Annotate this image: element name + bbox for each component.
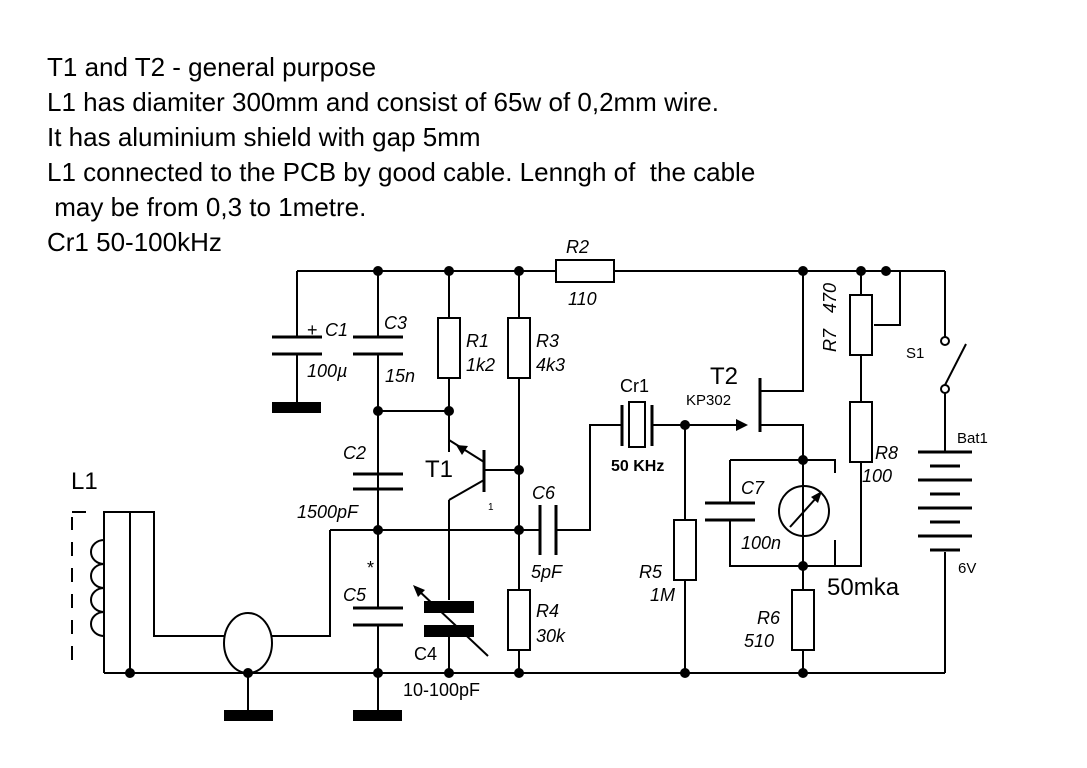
- cable-shield: [223, 612, 402, 721]
- r8-value: 100: [862, 466, 892, 486]
- bat1-value: 6V: [958, 560, 976, 577]
- r8-ref: R8: [875, 443, 898, 463]
- wires: [104, 270, 946, 674]
- bat1-ref: Bat1: [957, 430, 988, 447]
- resistor-r4: R4 30k: [507, 589, 566, 651]
- capacitor-c3: C3 15n: [353, 313, 415, 386]
- r7-value: 470: [820, 283, 840, 313]
- resistor-r5: R5 1M: [639, 519, 697, 605]
- c5-ref: C5: [343, 585, 367, 605]
- c3-ref: C3: [384, 313, 407, 333]
- transistor-t1: T1 1: [425, 439, 494, 513]
- r5-value: 1M: [650, 585, 675, 605]
- capacitor-c7: C7 100n: [705, 478, 781, 553]
- junction-dots: [125, 266, 891, 678]
- resistor-r3: R3 4k3: [507, 317, 565, 379]
- notes-block: T1 and T2 - general purpose L1 has diami…: [47, 50, 755, 260]
- capacitor-c6: C6 5pF: [531, 483, 563, 582]
- t2-model: KP302: [686, 392, 731, 409]
- c3-value: 15n: [385, 366, 415, 386]
- meter-value: 50mka: [827, 574, 900, 601]
- crystal-cr1: Cr1 50 KHz: [611, 376, 664, 475]
- c1-plus: +: [307, 320, 318, 340]
- r6-ref: R6: [757, 608, 781, 628]
- meter-50mka: 50mka: [778, 485, 900, 601]
- r5-ref: R5: [639, 562, 663, 582]
- r2-value: 110: [568, 289, 597, 309]
- battery-bat1: Bat1 6V: [918, 430, 988, 577]
- capacitor-c2: C2 1500pF: [297, 411, 403, 522]
- c7-value: 100n: [741, 533, 781, 553]
- switch-s1: S1: [906, 336, 967, 394]
- transistor-t2: T2 KP302: [686, 363, 762, 432]
- t1-ref: T1: [425, 456, 453, 483]
- note-line: L1 connected to the PCB by good cable. L…: [47, 157, 756, 187]
- r4-value: 30k: [536, 626, 566, 646]
- r6-value: 510: [744, 631, 774, 651]
- c2-ref: C2: [343, 443, 366, 463]
- coil-l1: L1: [71, 468, 131, 673]
- r1-ref: R1: [466, 331, 489, 351]
- c6-value: 5pF: [531, 562, 563, 582]
- resistor-r6: R6 510: [744, 589, 815, 651]
- c5-star: *: [367, 558, 374, 578]
- note-line: It has aluminium shield with gap 5mm: [47, 122, 481, 152]
- r2-ref: R2: [566, 237, 589, 257]
- r1-value: 1k2: [466, 355, 495, 375]
- capacitor-c5: * C5: [343, 558, 403, 627]
- note-line: may be from 0,3 to 1metre.: [47, 192, 367, 222]
- resistor-r8: R8 100: [849, 401, 898, 486]
- r3-ref: R3: [536, 331, 559, 351]
- t2-ref: T2: [710, 363, 738, 390]
- r3-value: 4k3: [536, 355, 565, 375]
- r4-ref: R4: [536, 601, 559, 621]
- c1-value: 100µ: [307, 361, 347, 381]
- c6-ref: C6: [532, 483, 556, 503]
- potentiometer-r7: R7 470: [820, 283, 873, 356]
- resistor-r1: R1 1k2: [437, 317, 495, 379]
- capacitor-c4: C4 10-100pF: [403, 585, 489, 700]
- r7-ref: R7: [820, 328, 840, 352]
- note-line: L1 has diamiter 300mm and consist of 65w…: [47, 87, 719, 117]
- note-line: T1 and T2 - general purpose: [47, 52, 377, 82]
- l1-ref: L1: [71, 468, 98, 495]
- cr1-ref: Cr1: [620, 376, 649, 396]
- resistor-r2: R2 110: [555, 237, 615, 309]
- c4-ref: C4: [414, 644, 437, 664]
- cr1-value: 50 KHz: [611, 458, 664, 475]
- s1-ref: S1: [906, 345, 924, 362]
- c2-value: 1500pF: [297, 502, 359, 522]
- c4-value: 10-100pF: [403, 680, 480, 700]
- t1-pin: 1: [488, 502, 494, 513]
- note-line: Cr1 50-100kHz: [47, 227, 222, 257]
- c1-ref: C1: [325, 320, 348, 340]
- capacitor-c1: + C1 100µ: [272, 320, 348, 413]
- c7-ref: C7: [741, 478, 765, 498]
